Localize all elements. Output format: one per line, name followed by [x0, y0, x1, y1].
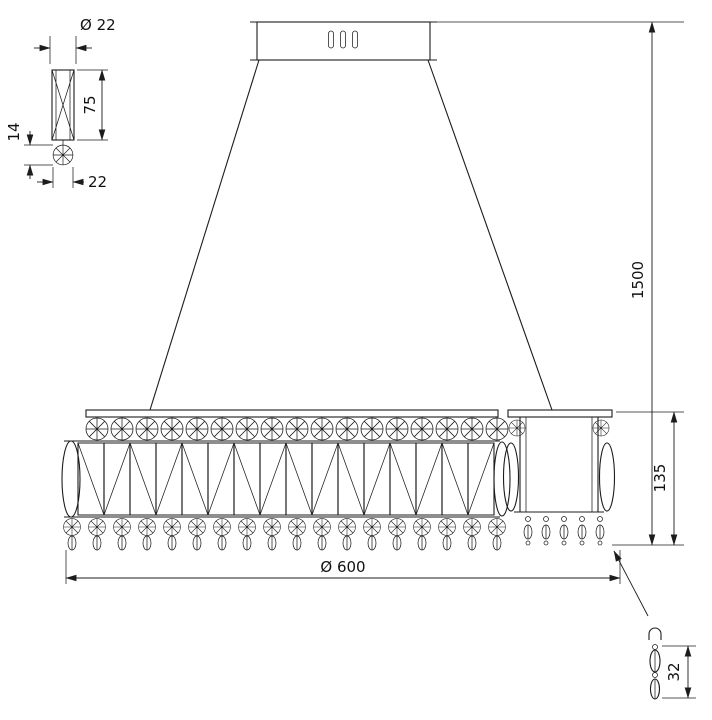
dim-label-crystal-diameter: Ø 22: [80, 16, 116, 34]
bottom-crystal-row: [63, 518, 506, 536]
dimension-600: Ø 600: [65, 550, 621, 584]
side-oval-left: [502, 442, 520, 512]
dim-label-32: 32: [665, 662, 683, 681]
dimension-1500: 1500: [437, 21, 684, 546]
top-rail-side: [507, 409, 613, 418]
dim-label-75: 75: [81, 95, 99, 114]
bottom-drop-row: [67, 535, 502, 551]
dimension-75: 75: [77, 69, 108, 141]
dim-label-1500: 1500: [629, 261, 647, 299]
ceiling-mount-plate: [250, 21, 437, 61]
dim-label-22: 22: [88, 173, 107, 191]
crystal-octagon: [52, 144, 74, 166]
suspension-wires: [149, 59, 553, 411]
suspension-wire-left: [149, 59, 260, 411]
end-oval-right: [493, 441, 511, 517]
dim-label-135: 135: [651, 464, 669, 493]
pendant-hook: [648, 627, 662, 640]
end-oval-left: [61, 440, 81, 518]
dimension-32: 32: [662, 645, 696, 699]
mount-slots: [328, 30, 358, 49]
detail-pendant-drop: 32: [648, 627, 696, 700]
dim-label-600: Ø 600: [320, 558, 365, 576]
detail-crystal-element: Ø 22 75 14 22: [5, 16, 116, 191]
crystal-panel-row: [77, 442, 495, 516]
leader-line: [613, 550, 649, 617]
chandelier-front-view: [61, 409, 511, 551]
dim-label-14: 14: [5, 122, 23, 141]
dimension-135: 135: [616, 411, 684, 546]
side-oval-right: [598, 442, 616, 512]
suspension-wire-right: [427, 59, 553, 411]
top-crystal-row: [85, 417, 509, 441]
top-rail-front: [85, 409, 499, 418]
dimension-22-bottom: 22: [37, 167, 107, 191]
side-drop-columns: [523, 516, 605, 546]
chandelier-side-view: [502, 409, 616, 546]
dimension-14: 14: [5, 122, 53, 179]
